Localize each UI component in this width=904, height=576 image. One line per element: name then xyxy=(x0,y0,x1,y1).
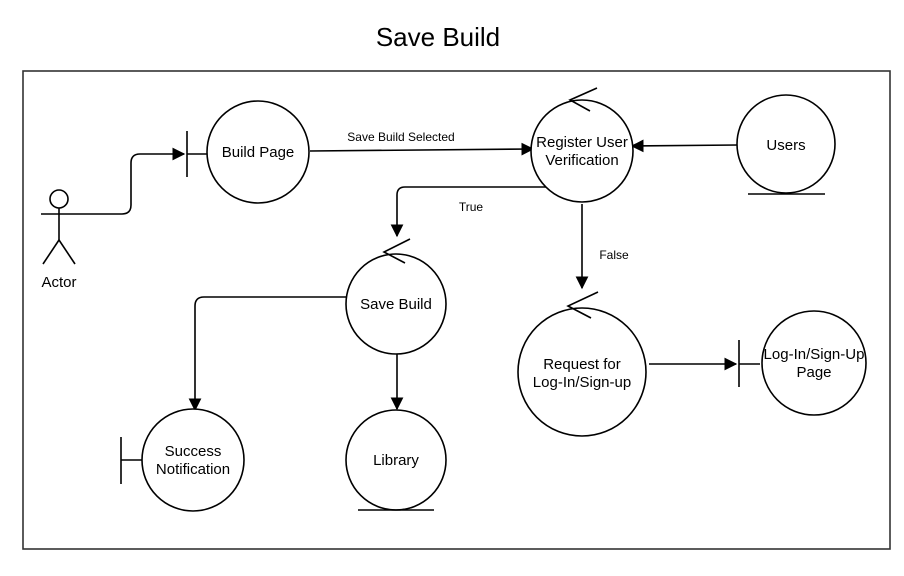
request-label-line1: Request for xyxy=(543,356,621,373)
save-build-label: Save Build xyxy=(360,296,432,313)
edge-label-save-build-selected: Save Build Selected xyxy=(347,130,454,144)
edge-label-true: True xyxy=(459,200,484,214)
library-entity[interactable] xyxy=(345,409,447,511)
users-entity[interactable] xyxy=(736,94,836,195)
register-user-verification-control[interactable] xyxy=(530,87,634,203)
edge-register-to-save-build xyxy=(390,186,548,238)
edge-label-false: False xyxy=(599,248,629,262)
success-label-line1: Success xyxy=(165,443,222,460)
request-login-control[interactable] xyxy=(517,291,647,437)
build-page-boundary[interactable] xyxy=(186,100,310,204)
request-label-line2: Log-In/Sign-up xyxy=(533,374,631,391)
success-label-line2: Notification xyxy=(156,461,230,478)
login-label-line2: Page xyxy=(796,364,831,381)
register-label-line1: Register User xyxy=(536,134,628,151)
actor-figure[interactable] xyxy=(41,189,77,265)
save-build-control[interactable] xyxy=(345,238,447,355)
login-page-boundary[interactable] xyxy=(738,310,867,416)
register-label-line2: Verification xyxy=(545,152,618,169)
edge-actor-to-build-page xyxy=(77,147,186,215)
diagram-frame xyxy=(22,70,891,550)
edge-build-page-to-register xyxy=(309,142,535,156)
users-label: Users xyxy=(766,137,805,154)
edge-users-to-register xyxy=(630,139,739,153)
library-label: Library xyxy=(373,452,419,469)
actor-label: Actor xyxy=(41,274,76,291)
diagram-title: Save Build xyxy=(376,22,500,52)
login-label-line1: Log-In/Sign-Up xyxy=(764,346,865,363)
build-page-label: Build Page xyxy=(222,144,295,161)
edge-save-build-to-success xyxy=(188,296,346,412)
success-notification-boundary[interactable] xyxy=(120,408,245,512)
